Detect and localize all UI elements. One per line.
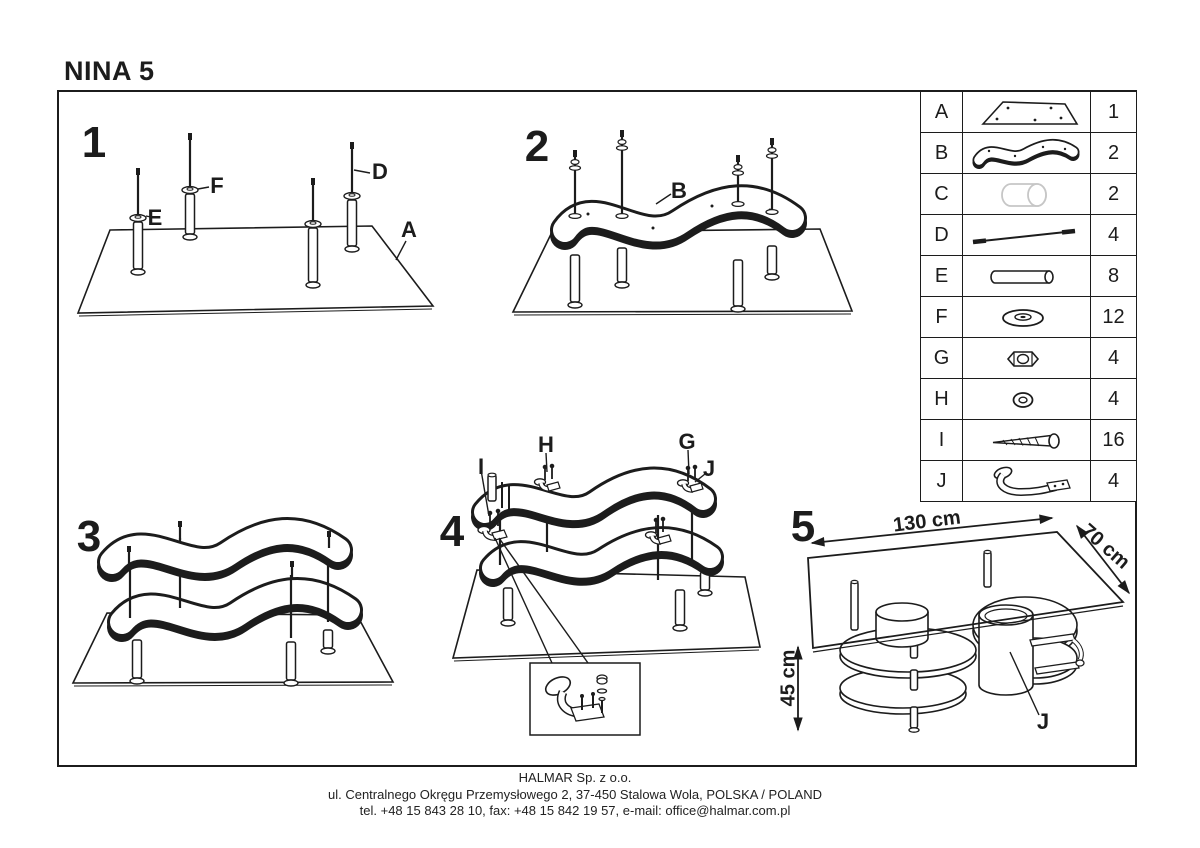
part-letter: B — [920, 132, 963, 174]
s-shelf — [550, 184, 807, 250]
label-part-h: H — [538, 432, 554, 457]
s-shelf-icon — [972, 138, 1080, 169]
label-part-d: D — [372, 159, 388, 184]
label-part-f: F — [210, 173, 224, 198]
step3-illustration — [71, 517, 395, 687]
washer-small-icon — [1012, 391, 1034, 408]
big-cylinder — [978, 604, 1034, 696]
part-qty: 4 — [1090, 214, 1137, 256]
footer-contact: tel. +48 15 843 28 10, fax: +48 15 842 1… — [359, 803, 791, 818]
step4-number: 4 — [439, 507, 465, 556]
label-part-i: I — [477, 454, 485, 479]
detail-inset — [529, 662, 641, 736]
part-letter: J — [920, 460, 963, 502]
footer: HALMAR Sp. z o.o. ul. Centralnego Okręgu… — [0, 770, 1150, 820]
step2-illustration — [511, 130, 854, 316]
spare-tube — [487, 472, 510, 510]
part-qty: 2 — [1090, 173, 1137, 215]
part-qty: 4 — [1090, 378, 1137, 420]
part-letter: E — [920, 255, 963, 297]
part-letter: G — [920, 337, 963, 379]
label-part-g: G — [678, 429, 696, 454]
label-part-j-step5: J — [1036, 709, 1050, 734]
part-letter: A — [920, 91, 963, 133]
part-qty: 16 — [1090, 419, 1137, 461]
label-part-b: B — [671, 178, 687, 203]
part-qty: 4 — [1090, 337, 1137, 379]
leader-line-b — [655, 193, 672, 205]
upper-s-shelf — [471, 466, 717, 531]
parts-table-row: F 12 — [920, 296, 1137, 338]
screw-icon — [992, 432, 1060, 449]
parts-table-row: E 8 — [920, 255, 1137, 297]
parts-table-row: A 1 — [920, 91, 1137, 133]
glass-top-icon — [981, 100, 1079, 125]
lower-legs — [129, 629, 336, 687]
glass-plate — [76, 225, 435, 317]
cylinder-icon — [1001, 182, 1047, 207]
page-title: NINA 5 — [64, 56, 155, 86]
parts-table: A 1 B — [920, 91, 1137, 502]
part-letter: C — [920, 173, 963, 215]
footer-company: HALMAR Sp. z o.o. — [518, 770, 632, 785]
parts-table-row: G 4 — [920, 337, 1137, 379]
glass-top — [807, 531, 1125, 653]
parts-table-row: C 2 — [920, 173, 1137, 215]
small-cylinder — [875, 602, 929, 648]
left-shelf-discs — [839, 627, 977, 715]
parts-table-row: I 16 — [920, 419, 1137, 461]
tube-spacer-icon — [990, 269, 1054, 284]
label-part-a: A — [401, 217, 417, 242]
glass-plate — [71, 612, 395, 687]
parts-table-row: J 4 — [920, 460, 1137, 502]
part-letter: D — [920, 214, 963, 256]
parts-table-row: D 4 — [920, 214, 1137, 256]
lower-s-shelf — [107, 577, 363, 642]
step4-illustration — [451, 449, 761, 736]
dimension-height: 45 cm — [777, 649, 800, 707]
part-letter: H — [920, 378, 963, 420]
label-part-e: E — [147, 205, 163, 230]
step2-number: 2 — [524, 122, 550, 171]
step5-number: 5 — [790, 502, 816, 551]
step3-number: 3 — [76, 512, 102, 561]
part-qty: 2 — [1090, 132, 1137, 174]
foot-bracket-icon — [993, 466, 1071, 496]
nut-icon — [1006, 350, 1040, 367]
step5-illustration — [793, 514, 1130, 733]
step1-number: 1 — [81, 118, 107, 167]
foot-brackets — [477, 463, 704, 545]
step1-illustration — [76, 133, 435, 317]
part-qty: 4 — [1090, 460, 1137, 502]
leader-line-j — [1009, 651, 1040, 716]
part-qty: 8 — [1090, 255, 1137, 297]
part-qty: 1 — [1090, 91, 1137, 133]
dimension-arrows — [793, 514, 1130, 732]
leader-lines — [145, 169, 407, 261]
rod-tips — [127, 521, 331, 578]
threaded-rod-icon — [972, 228, 1076, 244]
leader-lines — [480, 449, 706, 664]
label-part-j: J — [702, 456, 716, 481]
part-letter: I — [920, 419, 963, 461]
part-letter: F — [920, 296, 963, 338]
rods — [568, 130, 779, 220]
upper-s-shelf — [97, 517, 353, 582]
parts-table-row: H 4 — [920, 378, 1137, 420]
lower-s-shelf — [479, 526, 724, 587]
leg-assemblies — [129, 133, 361, 289]
right-foot-arms — [1029, 633, 1085, 675]
washer-large-icon — [1002, 308, 1044, 327]
lower-legs — [567, 245, 780, 313]
part-qty: 12 — [1090, 296, 1137, 338]
parts-table-row: B 2 — [920, 132, 1137, 174]
lower-legs — [500, 571, 713, 632]
footer-address: ul. Centralnego Okręgu Przemysłowego 2, … — [327, 786, 822, 802]
